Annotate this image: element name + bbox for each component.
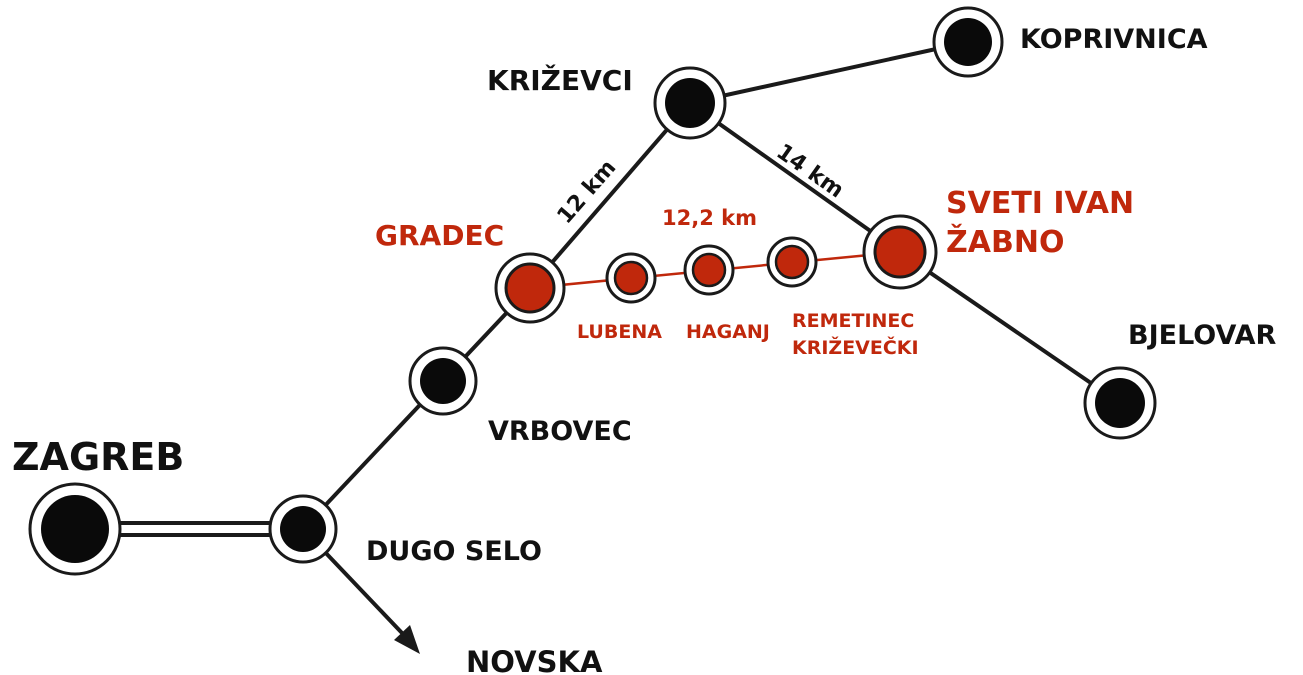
label-krizevci: KRIŽEVCI — [487, 63, 633, 97]
station-bjelovar-node — [1083, 366, 1157, 440]
label-zagreb: ZAGREB — [12, 435, 184, 479]
label-lubena: LUBENA — [577, 321, 662, 343]
station-vrbovec-node — [408, 346, 478, 416]
label-gradec: GRADEC — [375, 219, 504, 252]
station-haganj-node — [683, 244, 735, 296]
label-vrbovec: VRBOVEC — [488, 416, 632, 447]
track-krizevci-koprivnica — [689, 40, 969, 105]
label-remetinec-line2: KRIŽEVEČKI — [792, 335, 919, 359]
station-remetinec-node — [766, 236, 818, 288]
station-sveti-ivan-node — [862, 214, 938, 290]
label-bjelovar: BJELOVAR — [1128, 320, 1276, 351]
station-gradec-node — [494, 252, 566, 324]
label-koprivnica: KOPRIVNICA — [1020, 24, 1208, 55]
station-lubena-node — [605, 252, 657, 304]
track-krizevci-sveti-ivan — [688, 101, 902, 254]
station-krizevci-node — [653, 66, 727, 140]
label-novska: NOVSKA — [466, 645, 603, 675]
label-dugo-selo: DUGO SELO — [366, 536, 542, 567]
station-dugo-selo-node — [268, 494, 338, 564]
track-sveti-ivan-bjelovar — [898, 250, 1122, 405]
label-sveti-ivan-line1: SVETI IVAN — [946, 186, 1134, 221]
label-remetinec-line1: REMETINEC — [792, 310, 914, 332]
track-dugo-selo-gradec — [301, 286, 532, 531]
label-sveti-ivan-line2: ŽABNO — [946, 224, 1064, 260]
station-zagreb-node — [28, 482, 122, 576]
distance-gradec-sveti-ivan: 12,2 km — [662, 206, 757, 230]
label-haganj: HAGANJ — [686, 321, 770, 343]
station-koprivnica-node — [932, 6, 1004, 78]
track-gradec-krizevci — [528, 101, 692, 290]
